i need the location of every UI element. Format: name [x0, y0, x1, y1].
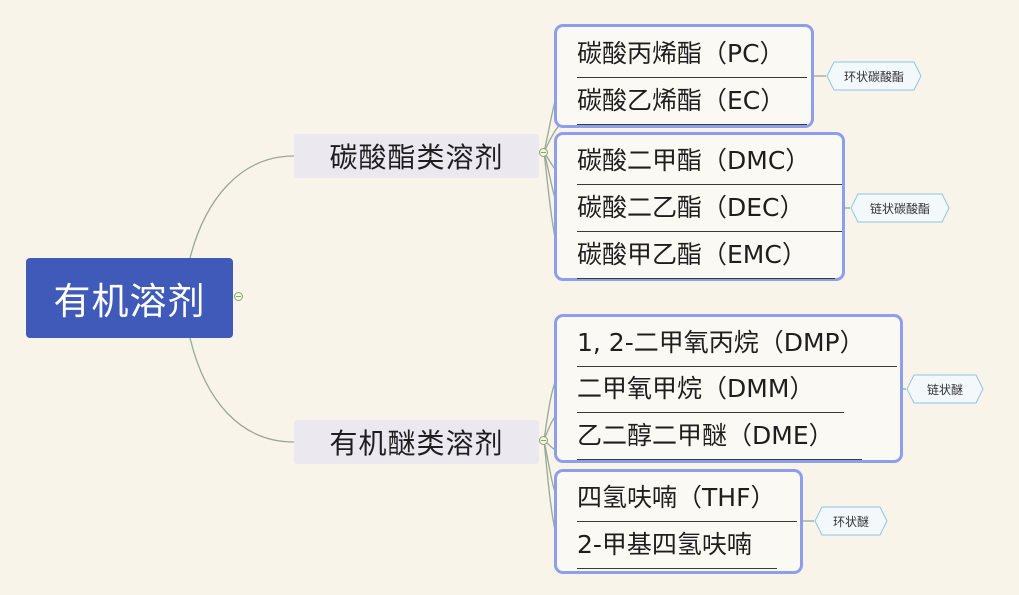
category-ether-collapse-icon[interactable]: [539, 436, 548, 445]
tag-linear-ether-shape: [906, 374, 984, 404]
root-collapse-icon[interactable]: [234, 292, 243, 301]
tag-cyclic-ether-shape: [814, 506, 888, 536]
group-linear-carbonate: 碳酸二甲酯（DMC） 碳酸二乙酯（DEC） 碳酸甲乙酯（EMC）: [554, 132, 845, 281]
category-label: 有机醚类溶剂: [329, 427, 504, 460]
item-emc[interactable]: 碳酸甲乙酯（EMC）: [577, 232, 835, 279]
connector-root-cat2: [189, 337, 295, 443]
tag-linear-carbonate-shape: [850, 193, 950, 223]
item-pc[interactable]: 碳酸丙烯酯（PC）: [577, 31, 807, 78]
category-carbonate-collapse-icon[interactable]: [539, 148, 548, 157]
item-dmc[interactable]: 碳酸二甲酯（DMC）: [577, 138, 842, 185]
tag-cyclic-carbonate-shape: [826, 61, 922, 91]
group-cyclic-carbonate: 碳酸丙烯酯（PC） 碳酸乙烯酯（EC）: [554, 24, 814, 128]
connector-root-cat1: [189, 155, 295, 259]
category-label: 碳酸酯类溶剂: [329, 141, 504, 174]
item-ec[interactable]: 碳酸乙烯酯（EC）: [577, 78, 807, 125]
item-dme[interactable]: 乙二醇二甲醚（DME）: [577, 413, 862, 460]
tag-linear-ether-label: 链状醚: [926, 382, 963, 397]
tag-cyclic-ether-label: 环状醚: [832, 514, 869, 529]
category-node-carbonate[interactable]: 碳酸酯类溶剂: [294, 134, 539, 178]
item-thf[interactable]: 四氢呋喃（THF）: [577, 475, 797, 522]
category-node-ether[interactable]: 有机醚类溶剂: [294, 420, 539, 464]
item-dmp[interactable]: 1, 2-二甲氧丙烷（DMP）: [577, 320, 897, 367]
tag-linear-carbonate[interactable]: 链状碳酸酯: [850, 193, 950, 223]
item-dmm[interactable]: 二甲氧甲烷（DMM）: [577, 366, 844, 413]
tag-cyclic-carbonate[interactable]: 环状碳酸酯: [826, 61, 922, 91]
group-cyclic-ether: 四氢呋喃（THF） 2-甲基四氢呋喃: [554, 469, 803, 574]
tag-linear-carbonate-label: 链状碳酸酯: [869, 201, 930, 216]
group-linear-ether: 1, 2-二甲氧丙烷（DMP） 二甲氧甲烷（DMM） 乙二醇二甲醚（DME）: [554, 314, 903, 463]
tag-cyclic-ether[interactable]: 环状醚: [814, 506, 888, 536]
item-methyl-thf[interactable]: 2-甲基四氢呋喃: [577, 522, 777, 569]
tag-linear-ether[interactable]: 链状醚: [906, 374, 984, 404]
item-dec[interactable]: 碳酸二乙酯（DEC）: [577, 185, 842, 232]
root-node[interactable]: 有机溶剂: [26, 258, 233, 338]
root-label: 有机溶剂: [53, 280, 206, 323]
tag-cyclic-carbonate-label: 环状碳酸酯: [843, 69, 904, 84]
